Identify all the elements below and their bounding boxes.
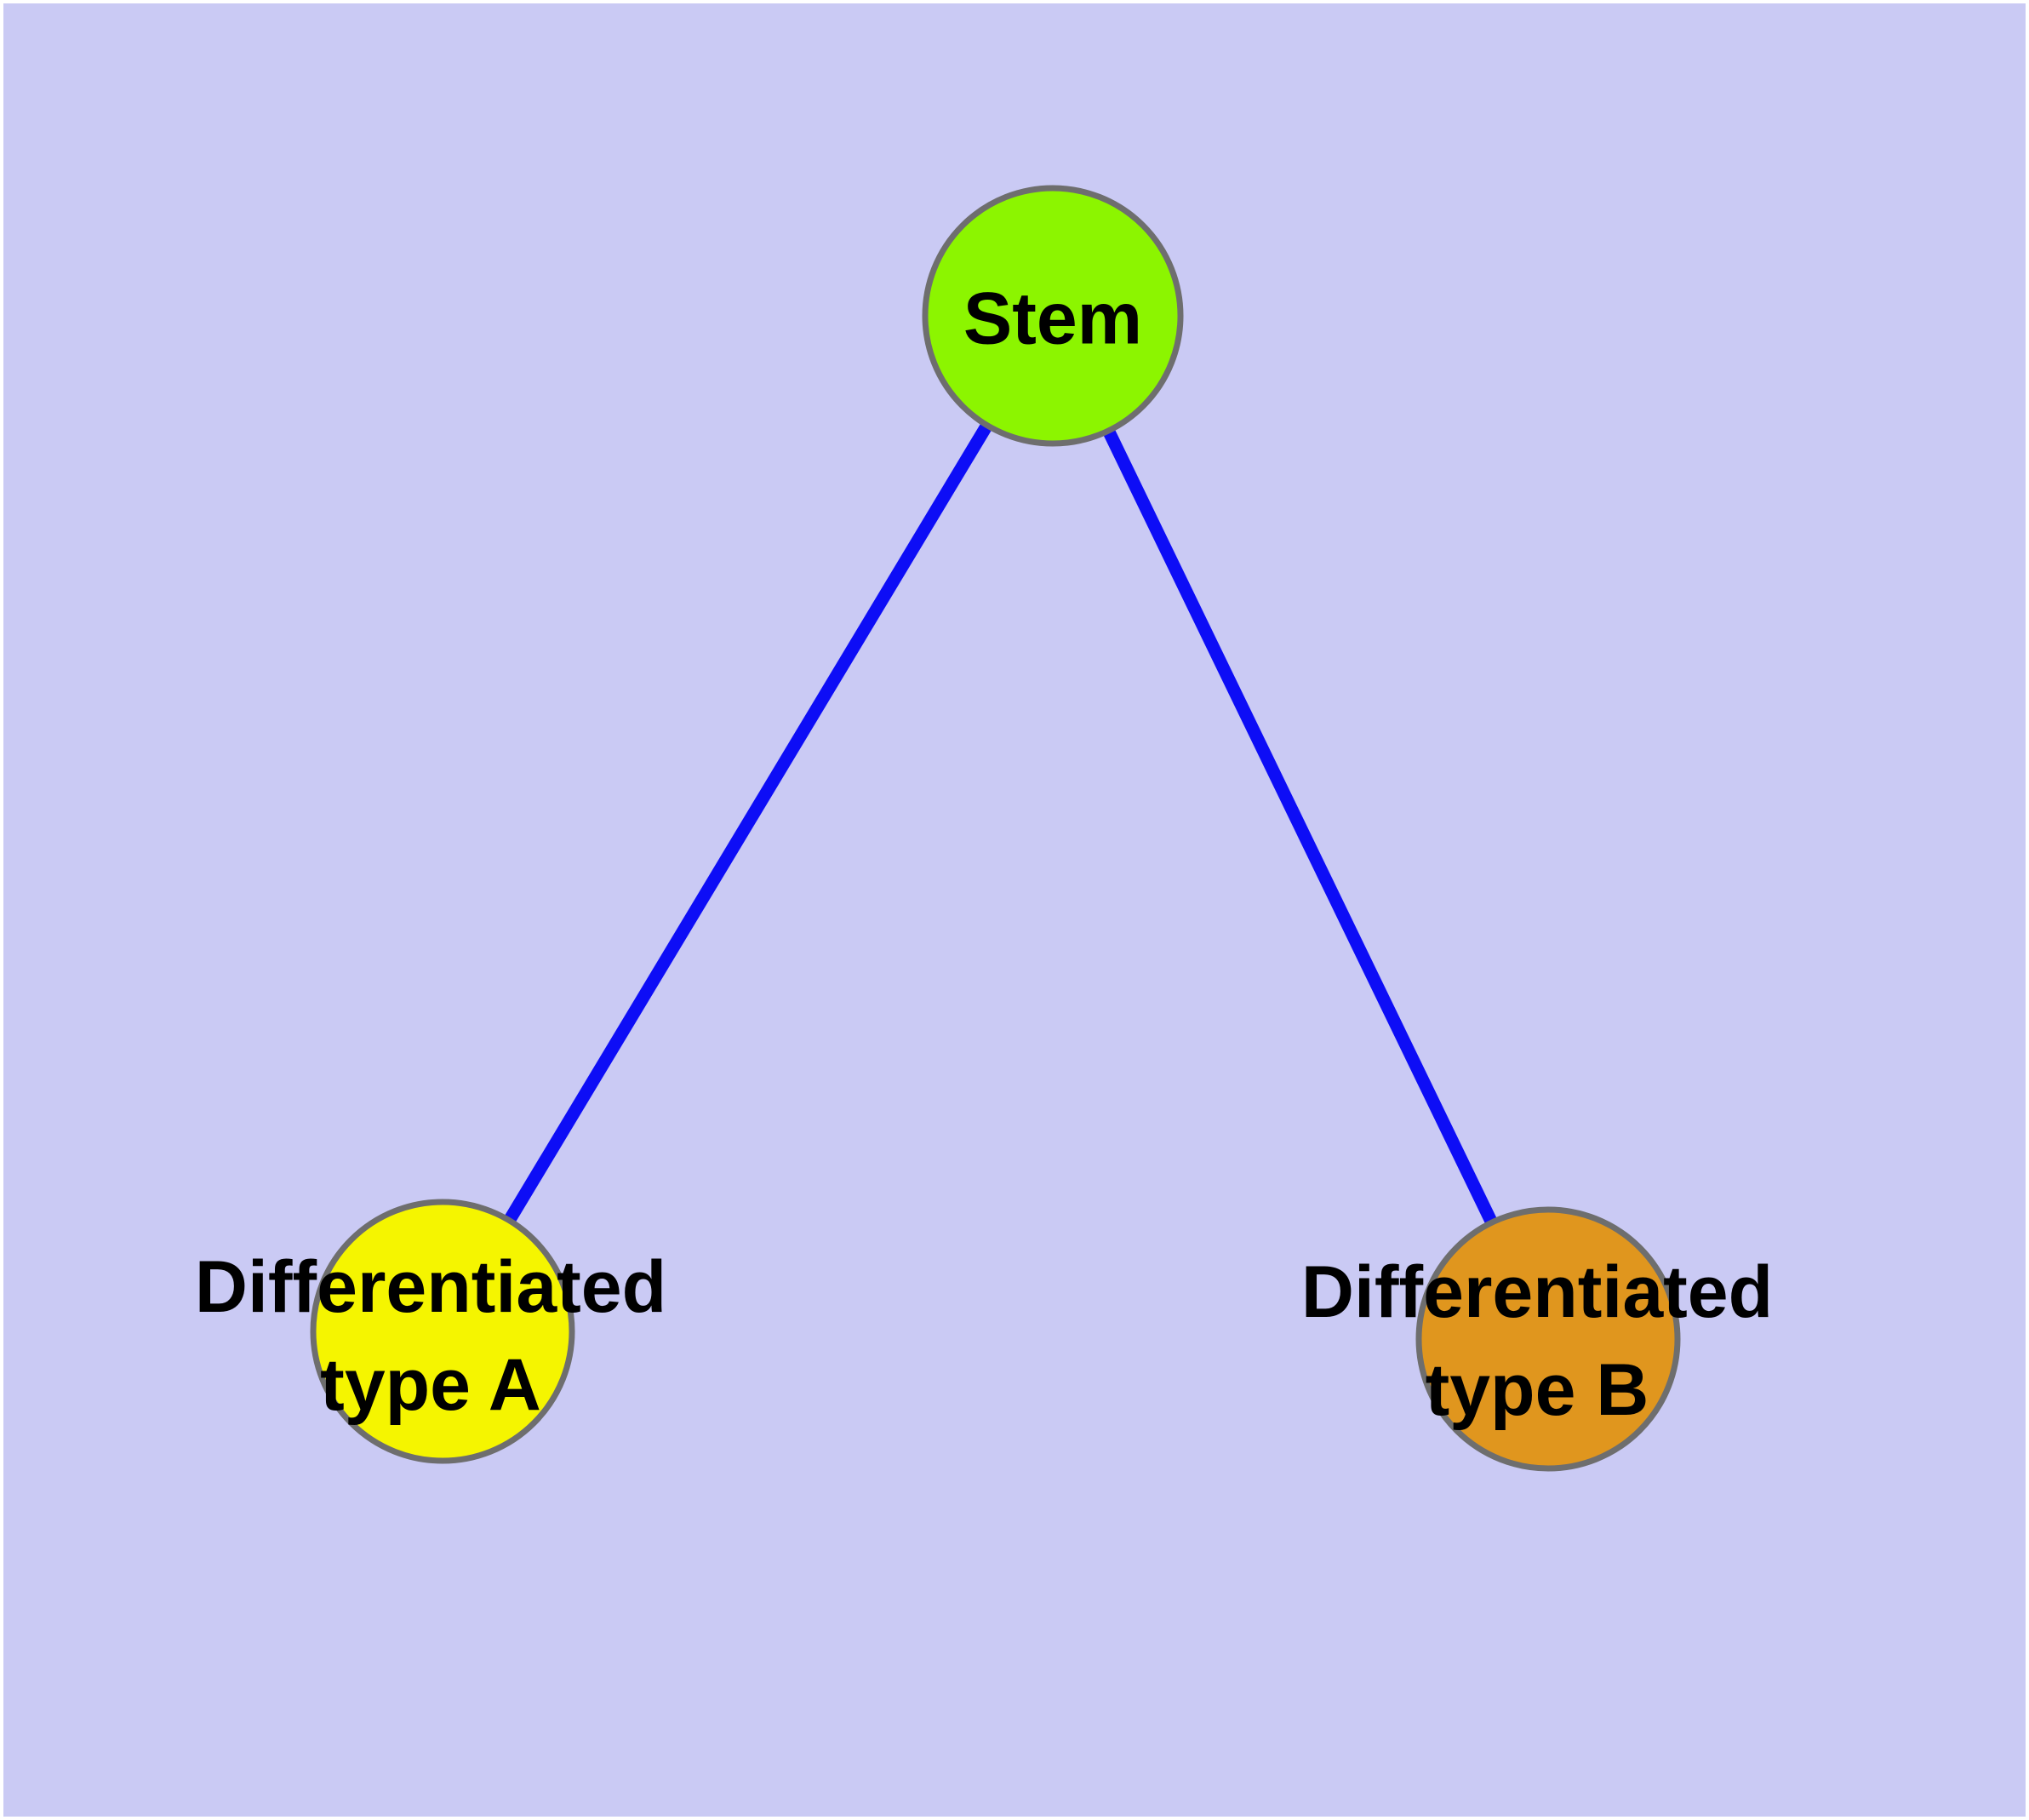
differentiated-type-a-label-line2: type A xyxy=(320,1344,541,1426)
differentiated-type-b-label-line1: Differentiated xyxy=(1300,1251,1774,1333)
differentiated-type-b-node-circle xyxy=(1415,1206,1681,1472)
differentiated-type-b-label-line2: type B xyxy=(1425,1349,1649,1431)
diagram-canvas: Stem Differentiated type A Differentiate… xyxy=(3,3,2026,1817)
differentiated-type-a-label-line1: Differentiated xyxy=(194,1246,667,1328)
stem-node-label-text: Stem xyxy=(963,278,1143,360)
edge-stem-to-type-b xyxy=(1047,312,1554,1342)
differentiated-type-a-node-label: Differentiated type A xyxy=(195,1239,666,1434)
differentiated-type-b-node-label: Differentiated type B xyxy=(1301,1244,1773,1439)
stem-node-circle xyxy=(922,185,1184,447)
graph-svg xyxy=(310,185,1681,1472)
differentiated-type-a-node-circle xyxy=(310,1199,575,1464)
edge-stem-to-type-a xyxy=(437,312,1059,1335)
stem-node-label: Stem xyxy=(963,271,1142,369)
